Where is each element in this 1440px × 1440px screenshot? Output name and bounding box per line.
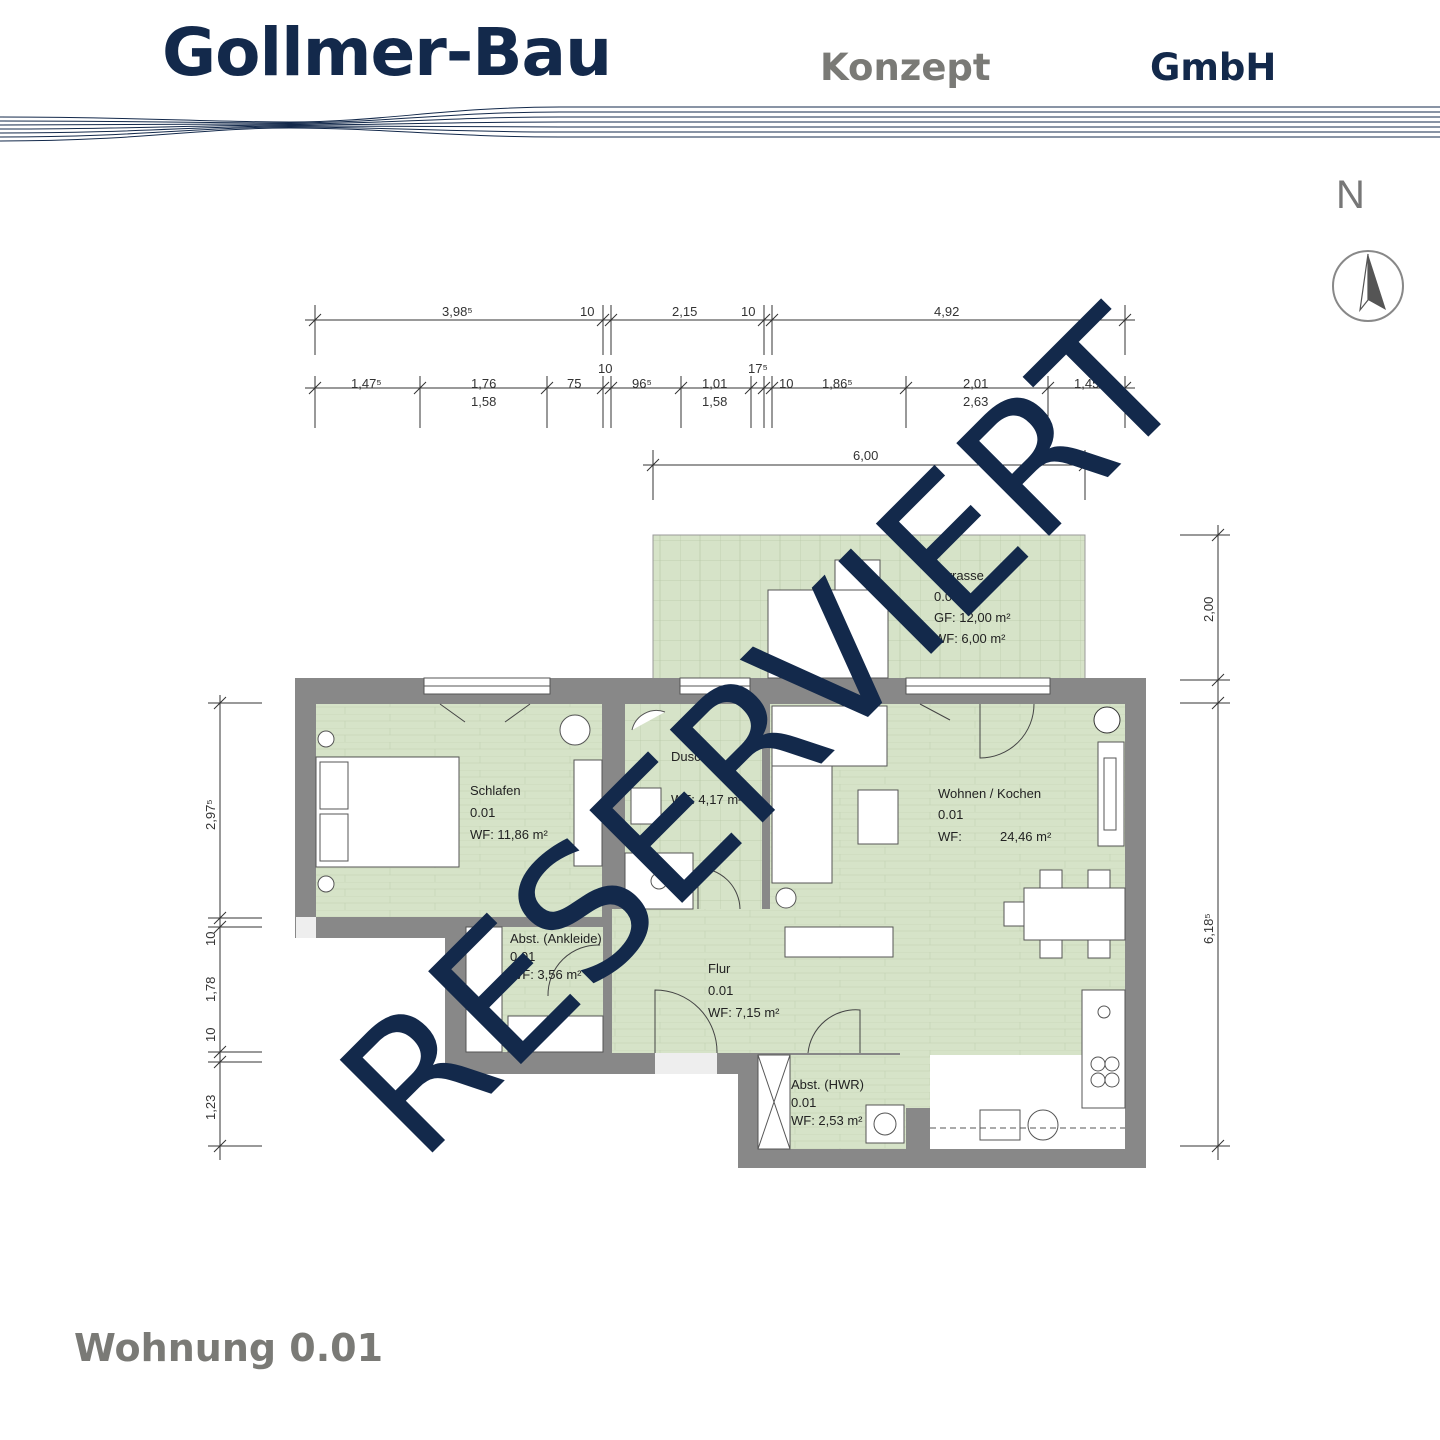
dim-top-5: 4,92 (934, 304, 959, 319)
dim-row2-lower-2: 1,58 (702, 394, 727, 409)
dim-left-1: 2,97⁵ (203, 799, 218, 830)
dusche-name: Dusche (671, 749, 715, 764)
coffee-table (857, 789, 899, 845)
dimension-labels: 3,98⁵ 10 2,15 10 4,92 1,47⁵ 1,76 75 10 9… (203, 304, 1216, 1120)
schlafen-wf: WF: 11,86 m² (470, 827, 548, 842)
dining-table (1023, 887, 1126, 941)
schlafen-number: 0.01 (470, 805, 495, 820)
dim-row2-8: 10 (779, 376, 793, 391)
dusche-wf: WF: 4,17 m² (671, 792, 743, 807)
hwr-wf: WF: 2,53 m² (791, 1113, 863, 1128)
furniture (315, 559, 1126, 1150)
windows (423, 677, 1051, 695)
dim-row2-5: 96⁵ (632, 376, 652, 391)
dim-row2-9: 1,86⁵ (822, 376, 853, 391)
dim-top-1: 3,98⁵ (442, 304, 473, 319)
brand-logo-konzept: Konzept (820, 46, 991, 89)
flur-wf: WF: 7,15 m² (708, 1005, 780, 1020)
terrace-name: Terrasse (934, 568, 984, 583)
dim-left-3: 1,78 (203, 977, 218, 1002)
dim-top-3: 2,15 (672, 304, 697, 319)
brand-logo-main: Gollmer-Bau (162, 14, 612, 91)
dimension-lines (208, 305, 1230, 1160)
dim-row2-10: 2,01 (963, 376, 988, 391)
dim-top-2: 10 (580, 304, 594, 319)
flur-name: Flur (708, 961, 731, 976)
dim-row2-lower-3: 2,63 (963, 394, 988, 409)
dim-left-4: 10 (203, 1028, 218, 1042)
terrace-gf: GF: 12,00 m² (934, 610, 1011, 625)
dim-left-5: 1,23 (203, 1095, 218, 1120)
flur-number: 0.01 (708, 983, 733, 998)
ankleide-wf: WF: 3,56 m² (510, 967, 582, 982)
dim-terrace-width: 6,00 (853, 448, 878, 463)
ankleide-name: Abst. (Ankleide) (510, 931, 602, 946)
apartment-title: Wohnung 0.01 (74, 1326, 384, 1370)
header-wave-lines (0, 106, 1440, 142)
dim-row2-3: 75 (567, 376, 581, 391)
brand-logo-gmbh: GmbH (1150, 46, 1277, 89)
north-label: N (1336, 173, 1365, 217)
wohnen-wf-value: 24,46 m² (1000, 829, 1052, 844)
terrace-wf: WF: 6,00 m² (934, 631, 1006, 646)
dim-top-4: 10 (741, 304, 755, 319)
dim-row2-11: 1,45⁵ (1074, 376, 1105, 391)
plant-icon (559, 714, 591, 746)
dim-left-2: 10 (203, 932, 218, 946)
wohnen-wf-label: WF: (938, 829, 962, 844)
wohnen-number: 0.01 (938, 807, 963, 822)
wohnen-name: Wohnen / Kochen (938, 786, 1041, 801)
dim-row2-7: 17⁵ (748, 361, 768, 376)
room-labels: Terrasse 0.01 GF: 12,00 m² WF: 6,00 m² S… (470, 568, 1052, 1128)
dim-row2-1: 1,47⁵ (351, 376, 382, 391)
dim-right-total: 6,18⁵ (1201, 913, 1216, 944)
ankleide-number: 0.01 (510, 949, 535, 964)
hwr-number: 0.01 (791, 1095, 816, 1110)
north-arrow-icon: N (1332, 173, 1404, 322)
hwr-name: Abst. (HWR) (791, 1077, 864, 1092)
dim-right-terrace: 2,00 (1201, 597, 1216, 622)
doors (439, 703, 1035, 1054)
dim-row2-6: 1,01 (702, 376, 727, 391)
terrace-number: 0.01 (934, 589, 959, 604)
dim-row2-2: 1,76 (471, 376, 496, 391)
lounge-chair-icon (767, 589, 889, 679)
schlafen-name: Schlafen (470, 783, 521, 798)
dim-row2-lower-1: 1,58 (471, 394, 496, 409)
dim-row2-4: 10 (598, 361, 612, 376)
